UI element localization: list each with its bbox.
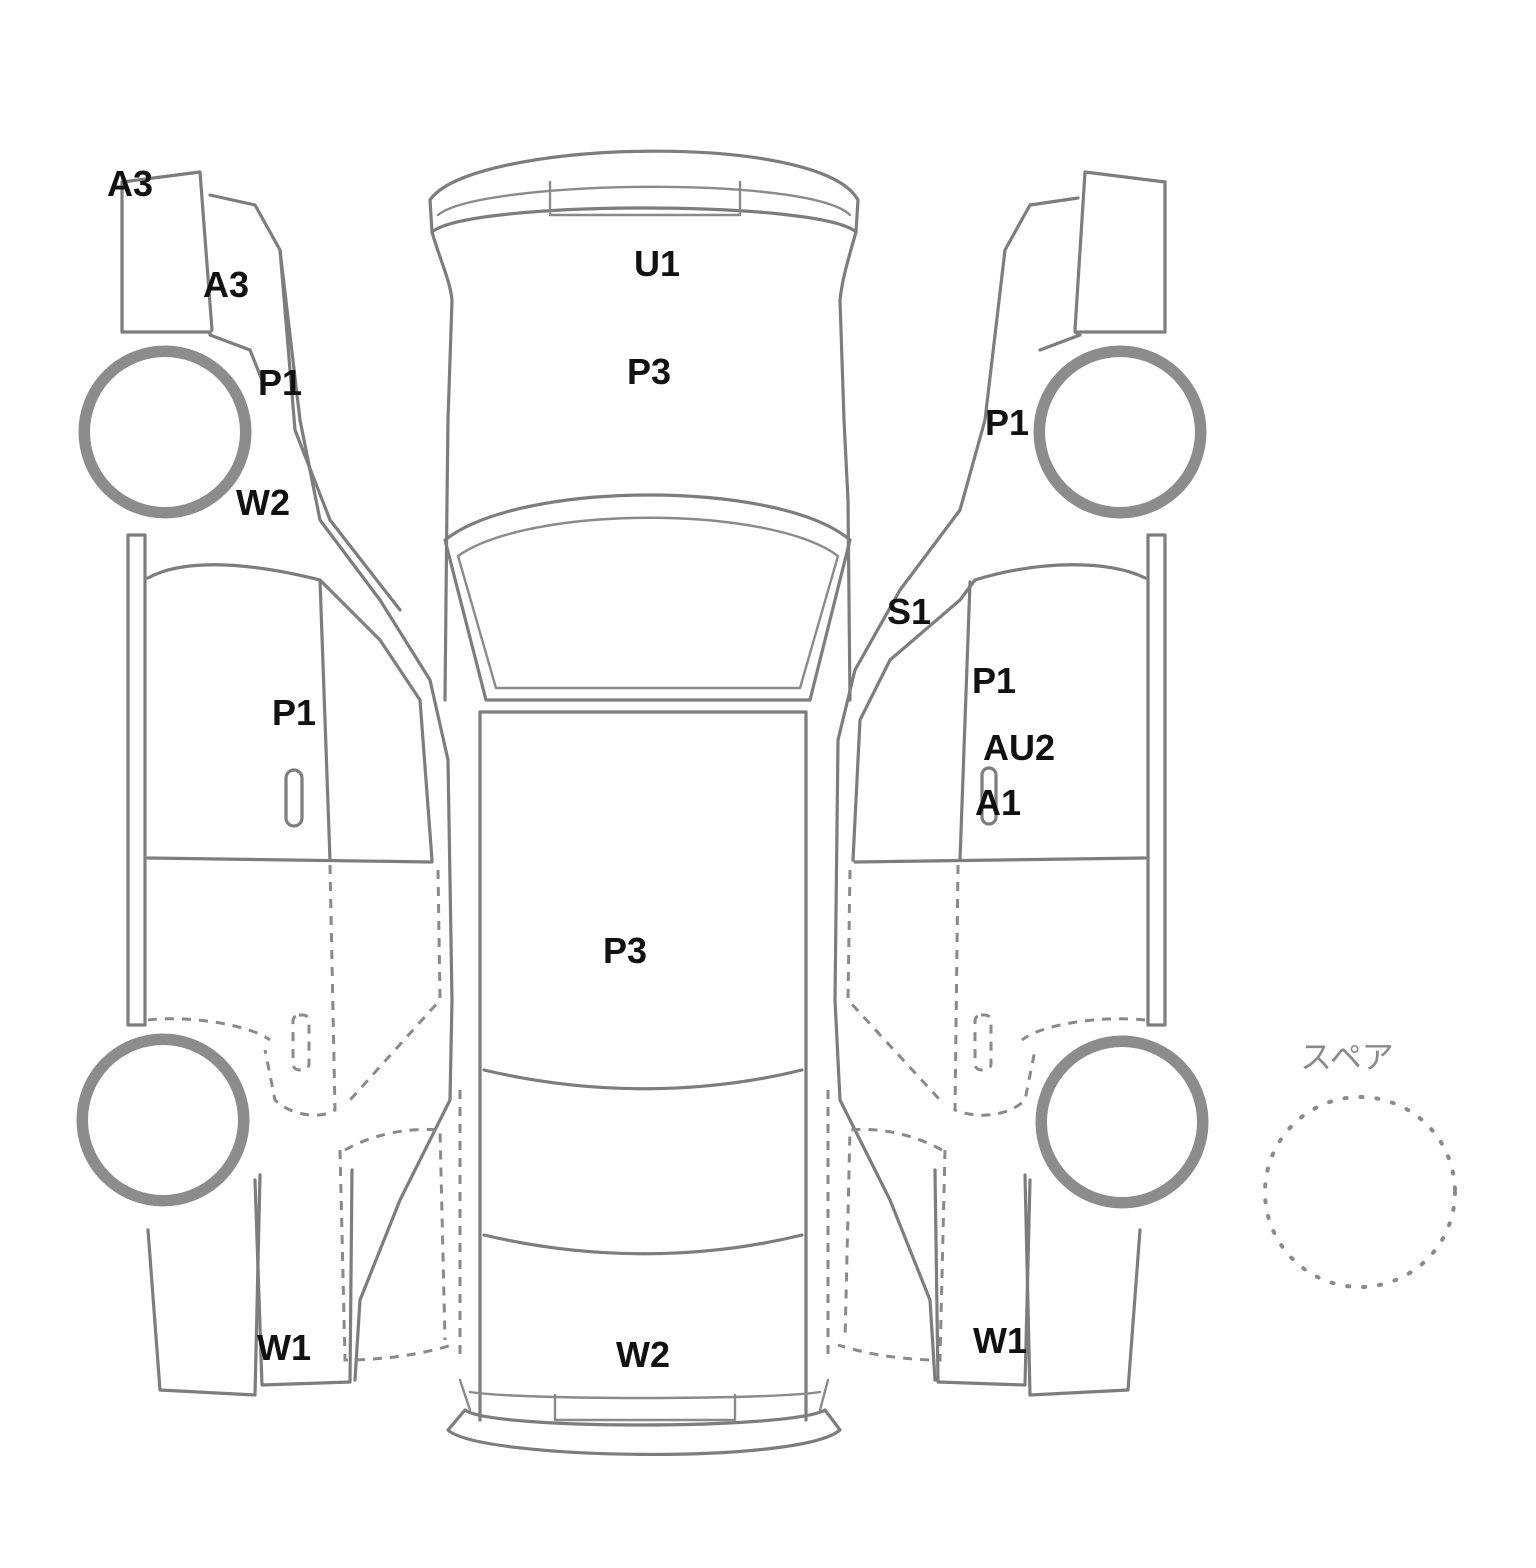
code-left-rear-wheelarch-p1: P1: [258, 362, 302, 403]
code-right-front-w1: W1: [973, 1320, 1027, 1361]
code-right-rear-p1: P1: [985, 402, 1029, 443]
spare-tire: スペア: [1263, 1038, 1457, 1289]
spare-label: スペア: [1300, 1038, 1394, 1076]
code-left-door-p1: P1: [272, 692, 316, 733]
code-left-front-w1: W1: [257, 1327, 311, 1368]
code-right-pillar-s1: S1: [887, 591, 931, 632]
code-left-rear-upper-a3: A3: [107, 163, 153, 204]
code-left-rear-wheelarch-w2: W2: [236, 482, 290, 523]
left-rear-tire: [78, 345, 252, 519]
left-front-tire: [76, 1033, 250, 1207]
code-roof-p3: P3: [603, 930, 647, 971]
left-side-view: [120, 170, 462, 1397]
top-view: [428, 149, 860, 1457]
damage-code-labels: A3 A3 P1 W2 P1 W1 U1 P3 P3 W2 P1 S1 P1 A…: [107, 163, 1055, 1375]
code-right-door-a1: A1: [975, 782, 1021, 823]
code-right-door-au2: AU2: [983, 727, 1055, 768]
right-side-view: [826, 170, 1167, 1397]
code-right-door-p1: P1: [972, 660, 1016, 701]
code-rear-bumper-u1: U1: [634, 243, 680, 284]
spare-tire-outline: [1263, 1095, 1457, 1289]
code-front-bumper-w2: W2: [616, 1334, 670, 1375]
code-trunk-p3: P3: [627, 351, 671, 392]
right-rear-tire: [1033, 345, 1207, 519]
code-left-rear-fender-a3: A3: [203, 264, 249, 305]
right-front-tire: [1035, 1035, 1209, 1209]
